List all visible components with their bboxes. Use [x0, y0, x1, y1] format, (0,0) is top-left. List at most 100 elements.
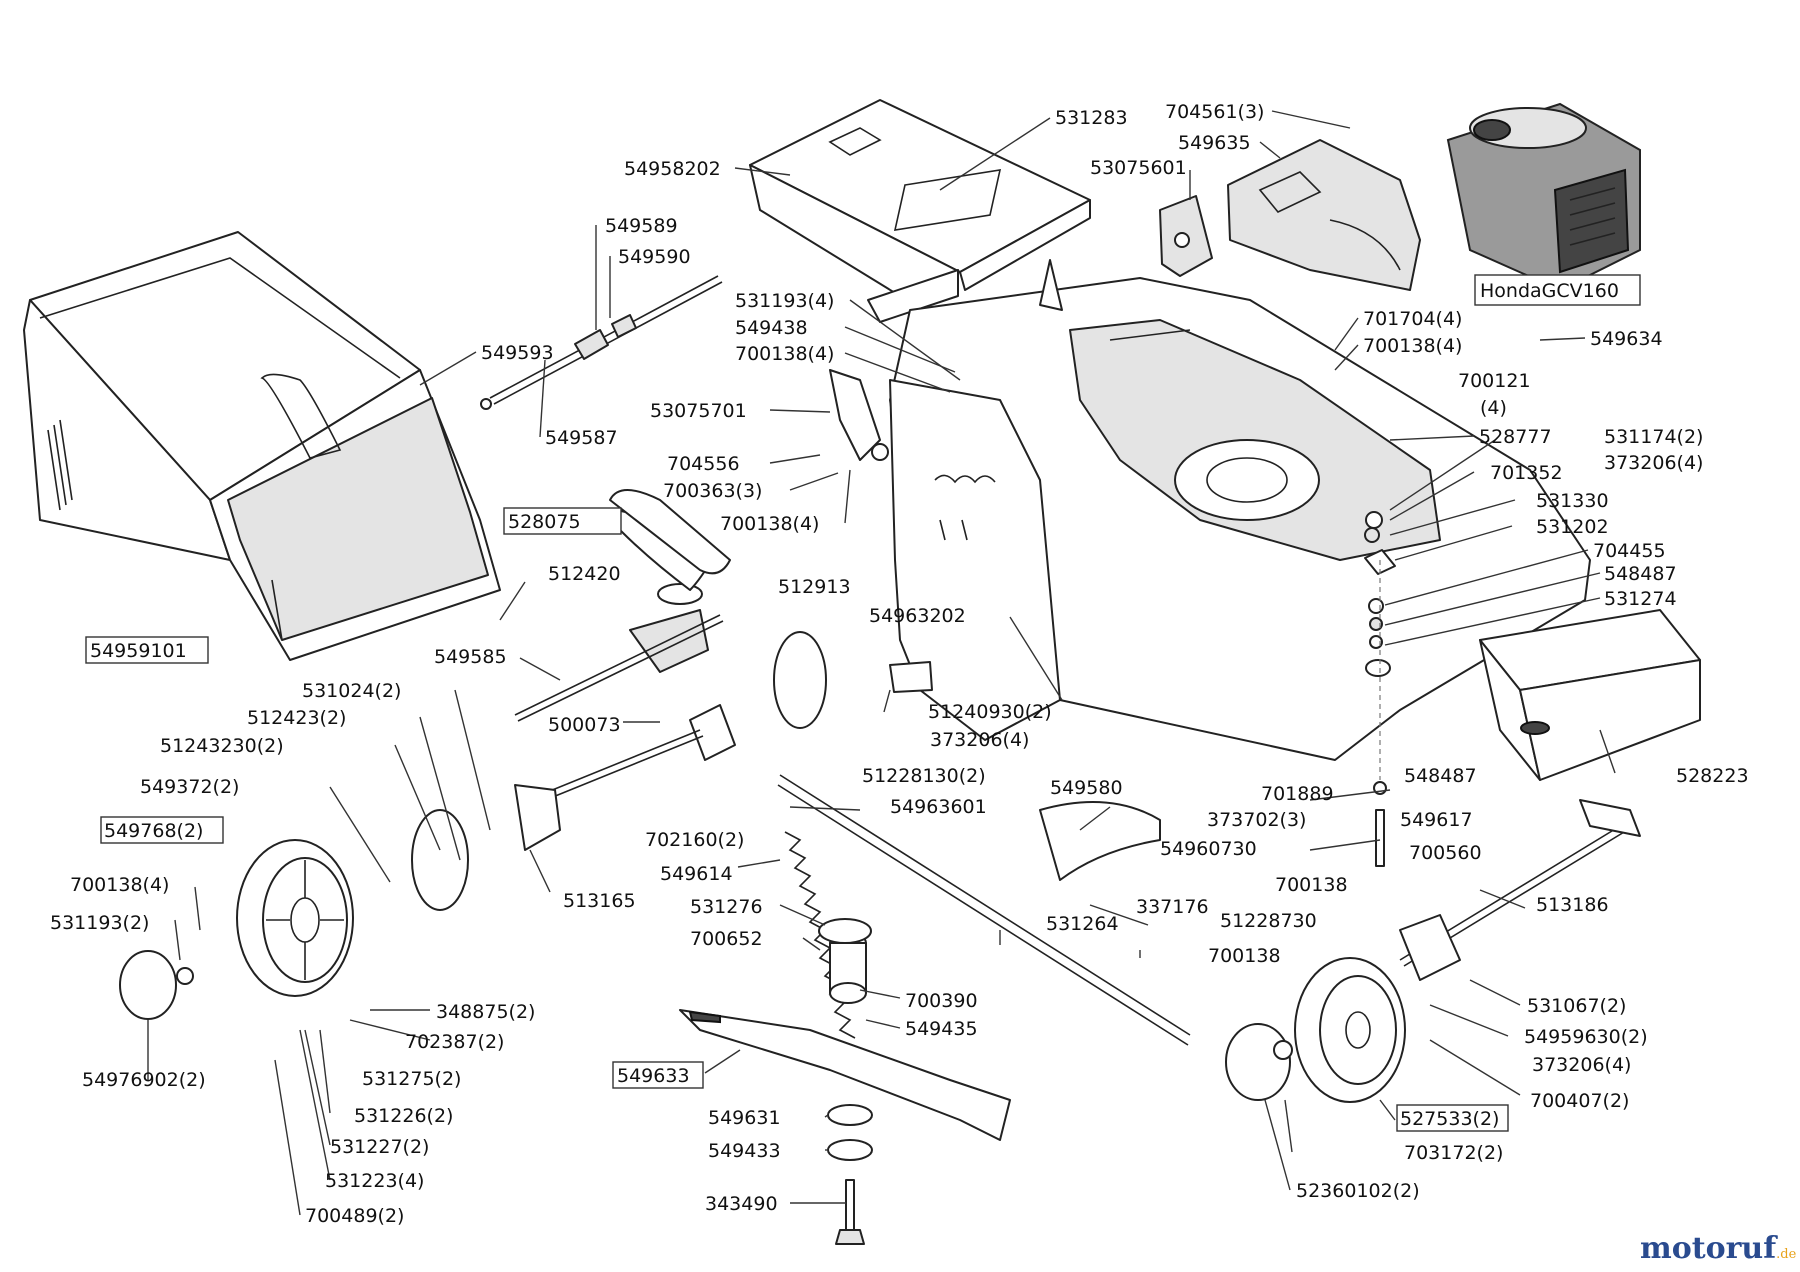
- label-704455: 704455: [1593, 540, 1666, 562]
- handle-parts: [480, 275, 723, 410]
- label-531275: 531275(2): [362, 1068, 461, 1090]
- blade: [679, 918, 1011, 1245]
- label-528075: 528075: [508, 511, 581, 533]
- mower-deck: [889, 259, 1591, 761]
- label-549438: 549438: [735, 317, 808, 339]
- label-531193-4: 531193(4): [735, 290, 834, 312]
- label-531330: 531330: [1536, 490, 1609, 512]
- label-700121-qty: (4): [1480, 397, 1507, 419]
- label-54959630: 54959630(2): [1524, 1026, 1648, 1048]
- label-549593: 549593: [481, 342, 554, 364]
- label-549631: 549631: [708, 1107, 781, 1129]
- label-500073: 500073: [548, 714, 621, 736]
- label-701704: 701704(4): [1363, 308, 1462, 330]
- label-373206-4b: 373206(4): [930, 729, 1029, 751]
- label-549580: 549580: [1050, 777, 1123, 799]
- rear-flap: [1479, 609, 1701, 781]
- label-549633: 549633: [617, 1065, 690, 1087]
- label-700138-4b: 700138(4): [1363, 335, 1462, 357]
- part-labels: 531283 54958202 704561(3) 549635 5307560…: [50, 101, 1749, 1227]
- label-54958202: 54958202: [624, 158, 721, 180]
- label-51243230: 51243230(2): [160, 735, 284, 757]
- label-700138a: 700138: [1275, 874, 1348, 896]
- label-527533: 527533(2): [1400, 1108, 1499, 1130]
- label-531174: 531174(2): [1604, 426, 1703, 448]
- label-54960730: 54960730: [1160, 838, 1257, 860]
- label-373206-4c: 373206(4): [1532, 1054, 1631, 1076]
- label-54963202: 54963202: [869, 605, 966, 627]
- label-700390: 700390: [905, 990, 978, 1012]
- label-702387: 702387(2): [405, 1031, 504, 1053]
- label-548487b: 548487: [1404, 765, 1477, 787]
- watermark: motoruf.de: [1640, 1231, 1797, 1266]
- label-704561: 704561(3): [1165, 101, 1264, 123]
- label-512913: 512913: [778, 576, 851, 598]
- label-702160: 702160(2): [645, 829, 744, 851]
- label-373206-4a: 373206(4): [1604, 452, 1703, 474]
- label-700407: 700407(2): [1530, 1090, 1629, 1112]
- top-cover: [749, 99, 1091, 323]
- label-528223: 528223: [1676, 765, 1749, 787]
- grass-catcher-bag: [23, 231, 501, 661]
- screw-column: [1364, 511, 1396, 867]
- leader-lines: [147, 110, 1616, 1216]
- watermark-text: motoruf: [1640, 1231, 1778, 1266]
- label-337176: 337176: [1136, 896, 1209, 918]
- rear-wheel: [1225, 957, 1406, 1103]
- label-700652: 700652: [690, 928, 763, 950]
- label-51240930: 51240930(2): [928, 701, 1052, 723]
- label-549614: 549614: [660, 863, 733, 885]
- label-513165: 513165: [563, 890, 636, 912]
- hinge-bracket: [829, 369, 1161, 881]
- label-373702: 373702(3): [1207, 809, 1306, 831]
- label-549635: 549635: [1178, 132, 1251, 154]
- belt: [609, 489, 731, 575]
- label-531283: 531283: [1055, 107, 1128, 129]
- label-700138-4d: 700138(4): [70, 874, 169, 896]
- label-549768: 549768(2): [104, 820, 203, 842]
- svg-text:motoruf.de: motoruf.de: [1640, 1231, 1797, 1266]
- label-53075601: 53075601: [1090, 157, 1187, 179]
- label-549433: 549433: [708, 1140, 781, 1162]
- label-531227: 531227(2): [330, 1136, 429, 1158]
- label-531274: 531274: [1604, 588, 1677, 610]
- label-512420: 512420: [548, 563, 621, 585]
- label-700138-4c: 700138(4): [720, 513, 819, 535]
- label-701889: 701889: [1261, 783, 1334, 805]
- label-549435: 549435: [905, 1018, 978, 1040]
- honda-engine: [1446, 102, 1641, 306]
- label-700560: 700560: [1409, 842, 1482, 864]
- label-549587: 549587: [545, 427, 618, 449]
- label-549372: 549372(2): [140, 776, 239, 798]
- label-54959101: 54959101: [90, 640, 187, 662]
- label-531202: 531202: [1536, 516, 1609, 538]
- label-52360102: 52360102(2): [1296, 1180, 1420, 1202]
- label-549634: 549634: [1590, 328, 1663, 350]
- label-531264: 531264: [1046, 913, 1119, 935]
- label-700138b: 700138: [1208, 945, 1281, 967]
- label-honda-engine: HondaGCV160: [1480, 280, 1619, 302]
- label-513186: 513186: [1536, 894, 1609, 916]
- label-700363: 700363(3): [663, 480, 762, 502]
- engine-cover: [1159, 139, 1421, 291]
- label-549589: 549589: [605, 215, 678, 237]
- label-512423: 512423(2): [247, 707, 346, 729]
- label-51228130: 51228130(2): [862, 765, 986, 787]
- label-53075701: 53075701: [650, 400, 747, 422]
- label-348875: 348875(2): [436, 1001, 535, 1023]
- label-549590: 549590: [618, 246, 691, 268]
- label-frames: [85, 507, 1509, 1132]
- label-531193-2: 531193(2): [50, 912, 149, 934]
- label-704556: 704556: [667, 453, 740, 475]
- label-343490: 343490: [705, 1193, 778, 1215]
- label-531223: 531223(4): [325, 1170, 424, 1192]
- label-531024: 531024(2): [302, 680, 401, 702]
- label-531276: 531276: [690, 896, 763, 918]
- label-528777: 528777: [1479, 426, 1552, 448]
- label-548487a: 548487: [1604, 563, 1677, 585]
- label-549585: 549585: [434, 646, 507, 668]
- label-51228730: 51228730: [1220, 910, 1317, 932]
- label-531067: 531067(2): [1527, 995, 1626, 1017]
- label-701352: 701352: [1490, 462, 1563, 484]
